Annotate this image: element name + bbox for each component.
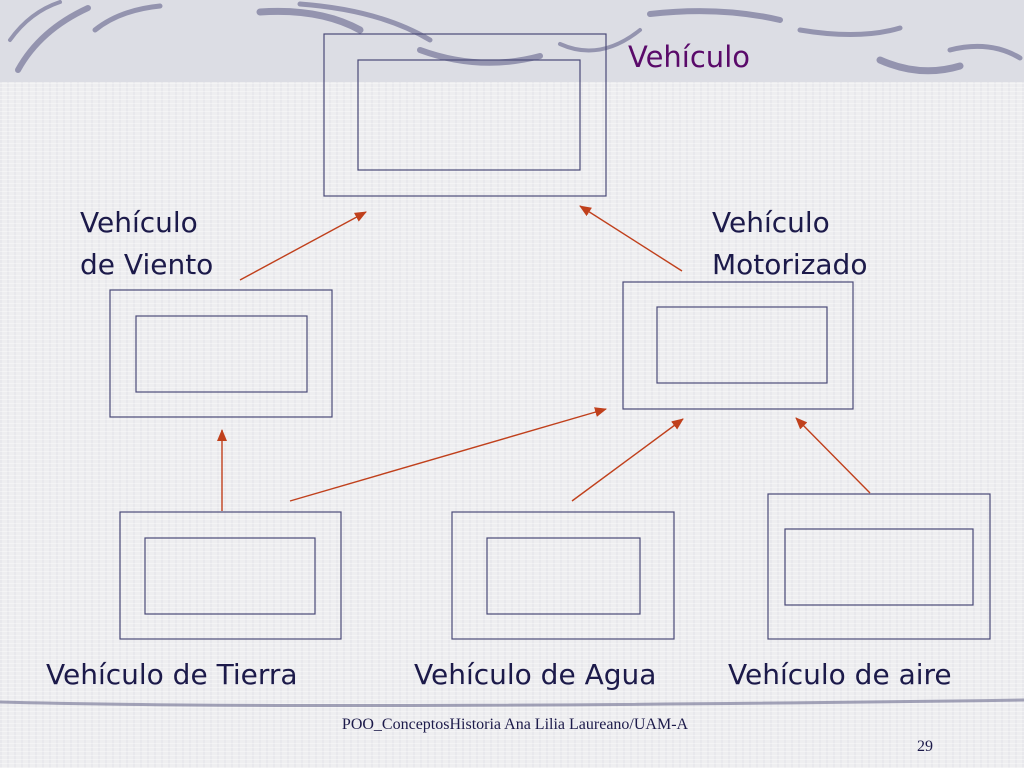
slide-footer: POO_ConceptosHistoria Ana Lilia Laureano… <box>341 716 689 733</box>
label-agua: Vehículo de Agua <box>414 658 657 691</box>
node-vehiculo-de-agua <box>451 511 675 640</box>
decorative-swooshes <box>8 0 1023 75</box>
label-motorizado-line-1: Vehículo <box>712 206 830 239</box>
slide-title: Vehículo <box>628 40 750 74</box>
arrow-agua-to-motorizado <box>571 418 684 502</box>
arrow-viento-to-vehiculo <box>239 211 367 281</box>
label-viento-line-1: Vehículo <box>80 206 198 239</box>
arrow-tierra-to-motorizado <box>289 407 607 502</box>
header-band <box>0 0 1024 82</box>
node-vehiculo-de-tierra <box>119 511 342 640</box>
node-vehiculo <box>323 33 607 197</box>
footer-separator <box>0 698 1024 708</box>
label-motorizado-line-2: Motorizado <box>712 248 868 281</box>
node-vehiculo-motorizado <box>622 281 854 410</box>
arrow-aire-to-motorizado <box>795 417 871 494</box>
node-vehiculo-de-aire <box>767 493 991 640</box>
label-aire: Vehículo de aire <box>728 658 952 691</box>
label-tierra: Vehículo de Tierra <box>46 658 298 691</box>
node-vehiculo-de-viento <box>109 289 333 418</box>
arrow-motorizado-to-vehiculo <box>579 205 683 272</box>
page-number: 29 <box>917 738 933 755</box>
label-viento-line-2: de Viento <box>80 248 214 281</box>
